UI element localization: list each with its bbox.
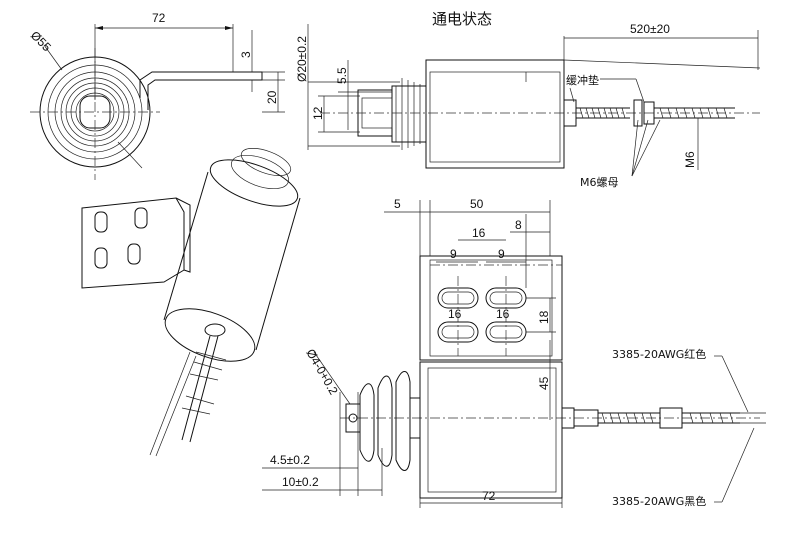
dim-18: 18 [537, 310, 551, 324]
side-view-energized: 520±20 M6 缓冲垫 M6螺母 Ø20±0.2 5.5 12 [295, 22, 761, 189]
dim-slot-16-right: 16 [496, 307, 510, 321]
label-m6-nut: M6螺母 [580, 176, 619, 189]
label-buffer-pad: 缓冲垫 [566, 73, 599, 87]
isometric-view [81, 148, 301, 457]
dim-16-top: 16 [472, 226, 486, 240]
dim-dia-4: Ø4-0+0.2 [303, 347, 340, 398]
dim-9-right: 9 [498, 247, 505, 261]
dim-50: 50 [470, 197, 484, 211]
label-wire-black: 3385-20AWG黑色 [612, 494, 706, 508]
drawing-title: 通电状态 [432, 10, 492, 28]
dim-4-5: 4.5±0.2 [270, 453, 310, 467]
dim-lead-length: 520±20 [630, 22, 670, 36]
dim-5: 5 [394, 197, 401, 211]
dim-dia-20: Ø20±0.2 [295, 36, 309, 82]
dim-slot-16-left: 16 [448, 307, 462, 321]
dim-45: 45 [537, 376, 551, 390]
dim-20: 20 [265, 90, 279, 104]
dim-3: 3 [239, 51, 253, 58]
dim-10: 10±0.2 [282, 475, 319, 489]
dim-9-left: 9 [450, 247, 457, 261]
dim-8: 8 [515, 218, 522, 232]
dim-dia-55: Ø55 [28, 28, 54, 54]
dim-72-bottom: 72 [482, 489, 496, 503]
end-view: 72 3 20 Ø55 [28, 11, 285, 180]
front-view: 5 50 8 16 9 9 16 16 18 45 4.5±0.2 10±0.2… [262, 197, 766, 508]
dim-m6: M6 [683, 151, 697, 168]
dim-12: 12 [311, 106, 325, 120]
dim-5-5: 5.5 [335, 67, 349, 84]
label-wire-red: 3385-20AWG红色 [612, 347, 706, 361]
dim-72-top: 72 [152, 11, 166, 25]
